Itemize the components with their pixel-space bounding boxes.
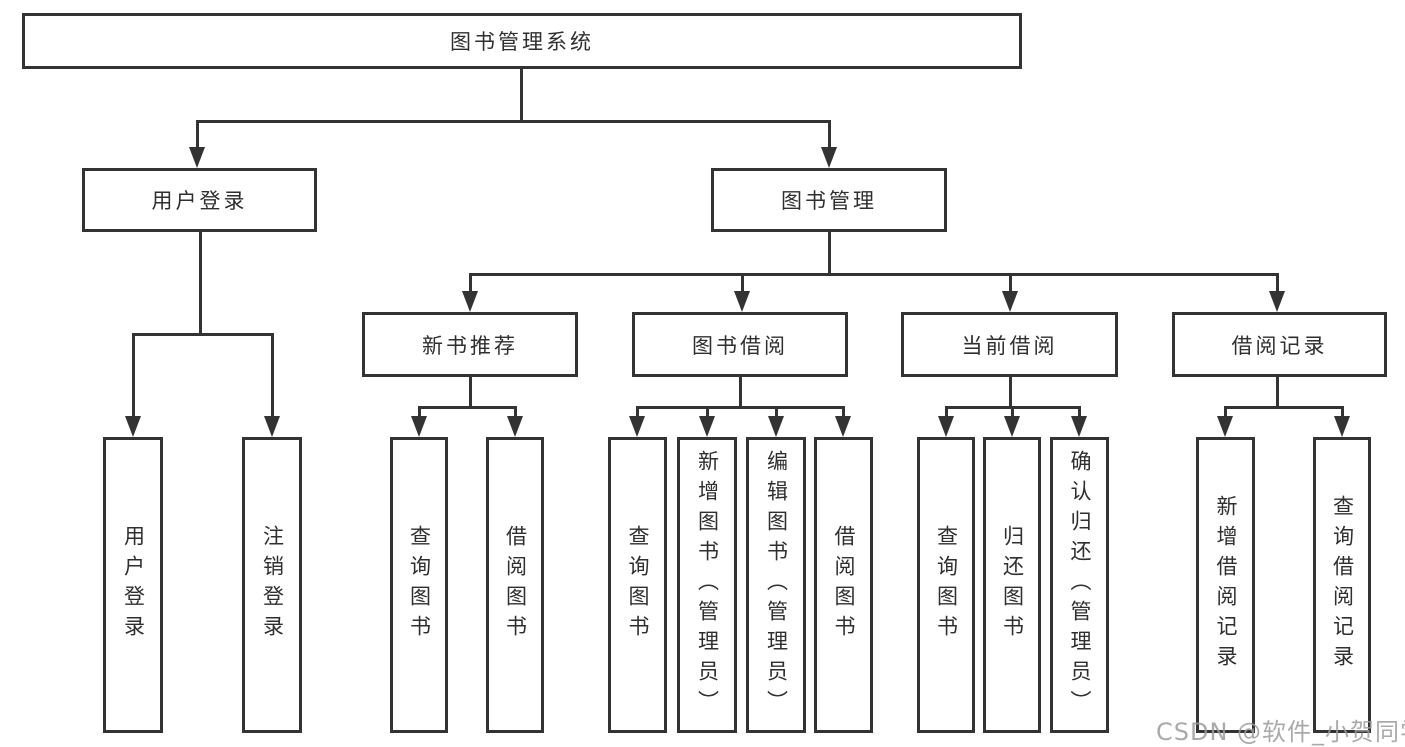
connector-line bbox=[842, 406, 845, 418]
leaf-add-books-admin: 新增图书（管理员） bbox=[677, 437, 737, 733]
connector-line bbox=[271, 333, 274, 417]
connector-line bbox=[1276, 273, 1279, 293]
leaf-borrow-books-recommend: 借阅图书 bbox=[486, 437, 544, 733]
node-current-borrowing: 当前借阅 bbox=[901, 312, 1118, 377]
connector-line bbox=[418, 406, 517, 409]
leaf-query-books-recommend: 查询图书 bbox=[390, 437, 448, 733]
connector-line bbox=[636, 406, 639, 418]
arrow-down-icon bbox=[507, 416, 523, 437]
leaf-logout: 注销登录 bbox=[242, 437, 302, 733]
connector-line bbox=[1078, 406, 1081, 418]
node-borrowing-records: 借阅记录 bbox=[1172, 312, 1387, 377]
watermark: CSDN @软件_小贺同学 bbox=[1156, 718, 1405, 746]
arrow-down-icon bbox=[1269, 291, 1285, 312]
connector-line bbox=[132, 333, 135, 417]
arrow-down-icon bbox=[1334, 416, 1350, 437]
arrow-down-icon bbox=[462, 291, 478, 312]
connector-line bbox=[1009, 273, 1012, 293]
connector-line bbox=[514, 406, 517, 418]
connector-line bbox=[636, 406, 845, 409]
leaf-query-borrow-record: 查询借阅记录 bbox=[1313, 437, 1371, 733]
connector-line bbox=[739, 377, 742, 408]
node-book-borrowing: 图书借阅 bbox=[632, 312, 848, 377]
arrow-down-icon bbox=[411, 416, 427, 437]
leaf-query-books-borrowing: 查询图书 bbox=[608, 437, 667, 733]
connector-line bbox=[418, 406, 421, 418]
arrow-down-icon bbox=[821, 147, 837, 168]
connector-line bbox=[132, 333, 273, 336]
arrow-down-icon bbox=[1071, 416, 1087, 437]
arrow-down-icon bbox=[768, 416, 784, 437]
leaf-user-login: 用户登录 bbox=[103, 437, 163, 733]
arrow-down-icon bbox=[1002, 291, 1018, 312]
arrow-down-icon bbox=[734, 291, 750, 312]
connector-line bbox=[828, 232, 831, 275]
connector-line bbox=[1009, 377, 1012, 408]
leaf-edit-books-admin: 编辑图书（管理员） bbox=[746, 437, 806, 733]
connector-line bbox=[520, 69, 523, 123]
connector-line bbox=[196, 120, 831, 123]
arrow-down-icon bbox=[125, 416, 141, 437]
connector-line bbox=[741, 273, 744, 293]
connector-line bbox=[1276, 377, 1279, 408]
node-user-login: 用户登录 bbox=[82, 168, 317, 232]
connector-line bbox=[706, 406, 709, 418]
node-library-system: 图书管理系统 bbox=[22, 13, 1022, 69]
leaf-confirm-return-admin: 确认归还（管理员） bbox=[1050, 437, 1109, 733]
connector-line bbox=[775, 406, 778, 418]
connector-line bbox=[1224, 406, 1344, 409]
arrow-down-icon bbox=[189, 147, 205, 168]
leaf-borrow-books-borrowing: 借阅图书 bbox=[814, 437, 873, 733]
connector-line bbox=[199, 232, 202, 335]
arrow-down-icon bbox=[699, 416, 715, 437]
connector-line bbox=[1341, 406, 1344, 418]
arrow-down-icon bbox=[1004, 416, 1020, 437]
arrow-down-icon bbox=[938, 416, 954, 437]
connector-line bbox=[828, 120, 831, 148]
connector-line bbox=[469, 273, 472, 293]
connector-line bbox=[469, 377, 472, 408]
connector-line bbox=[1011, 406, 1014, 418]
connector-line bbox=[945, 406, 948, 418]
connector-line bbox=[469, 273, 1279, 276]
leaf-add-borrow-record: 新增借阅记录 bbox=[1196, 437, 1255, 733]
arrow-down-icon bbox=[835, 416, 851, 437]
node-book-management: 图书管理 bbox=[711, 168, 947, 232]
leaf-return-books: 归还图书 bbox=[983, 437, 1041, 733]
connector-line bbox=[1224, 406, 1227, 418]
arrow-down-icon bbox=[629, 416, 645, 437]
arrow-down-icon bbox=[1217, 416, 1233, 437]
connector-line bbox=[196, 120, 199, 148]
leaf-query-books-current: 查询图书 bbox=[917, 437, 975, 733]
arrow-down-icon bbox=[264, 416, 280, 437]
node-new-book-recommendation: 新书推荐 bbox=[362, 312, 578, 377]
